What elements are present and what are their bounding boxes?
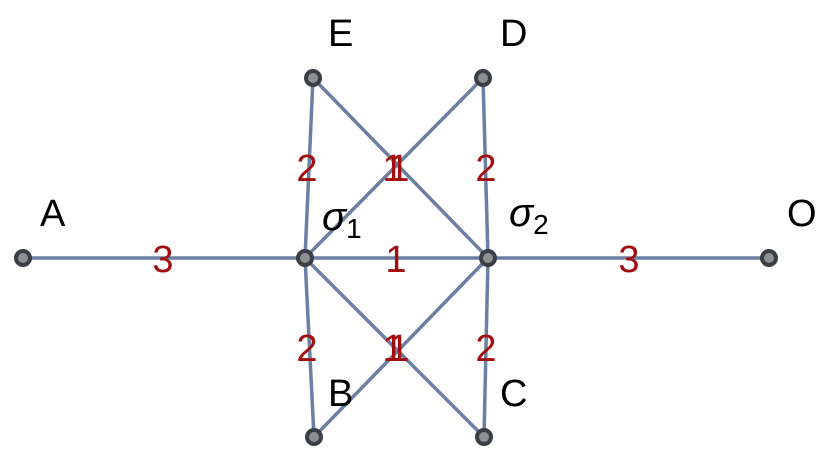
sigma1-symbol: σ — [322, 195, 348, 239]
edges — [21, 76, 771, 439]
sigma2-symbol: σ — [509, 191, 535, 235]
node-c — [475, 428, 493, 446]
weight-label-e-sigma2: 1 — [388, 148, 409, 190]
edge-c-sigma2 — [482, 256, 490, 439]
node-o — [760, 249, 778, 267]
weight-label-c-sigma2: 2 — [475, 328, 496, 370]
node-label-d: D — [500, 13, 527, 55]
edge-e-sigma1 — [303, 76, 315, 260]
edge-c-sigma1 — [303, 256, 486, 439]
node-e — [304, 69, 322, 87]
node-label-b: B — [328, 373, 353, 415]
weight-label-e-sigma1: 2 — [296, 148, 317, 190]
weight-label-b-sigma1: 2 — [296, 328, 317, 370]
edge-b-sigma2 — [312, 256, 490, 439]
node-label-e: E — [328, 13, 353, 55]
weight-label-d-sigma2: 2 — [475, 148, 496, 190]
edge-d-sigma1 — [303, 76, 485, 260]
weight-label-c-sigma1: 1 — [388, 328, 409, 370]
node-label-o: O — [787, 193, 817, 235]
node-label-sigma2: σ2 — [509, 191, 549, 240]
weight-label-a-sigma1: 3 — [152, 239, 173, 281]
edge-d-sigma2 — [481, 76, 490, 260]
node-labels: A O E D B C σ1 σ2 — [40, 13, 817, 415]
weight-label-d-sigma1: 1 — [382, 148, 403, 190]
node-label-sigma1: σ1 — [322, 195, 362, 244]
sigma2-subscript: 2 — [533, 209, 549, 240]
weight-label-b-sigma2: 1 — [382, 328, 403, 370]
node-sigma2 — [479, 249, 497, 267]
nodes — [14, 69, 778, 446]
node-a — [14, 249, 32, 267]
edge-b-sigma1 — [303, 256, 316, 439]
edge-e-sigma2 — [311, 76, 490, 260]
node-d — [474, 69, 492, 87]
weight-label-sigma2-o: 3 — [618, 239, 639, 281]
node-label-a: A — [40, 193, 66, 235]
node-sigma1 — [296, 249, 314, 267]
node-label-c: C — [500, 373, 527, 415]
node-b — [305, 428, 323, 446]
sigma1-subscript: 1 — [346, 213, 362, 244]
weight-label-sigma1-sigma2: 1 — [385, 239, 406, 281]
edge-weight-labels: 3 1 3 2 2 2 2 1 1 1 1 — [152, 148, 639, 370]
